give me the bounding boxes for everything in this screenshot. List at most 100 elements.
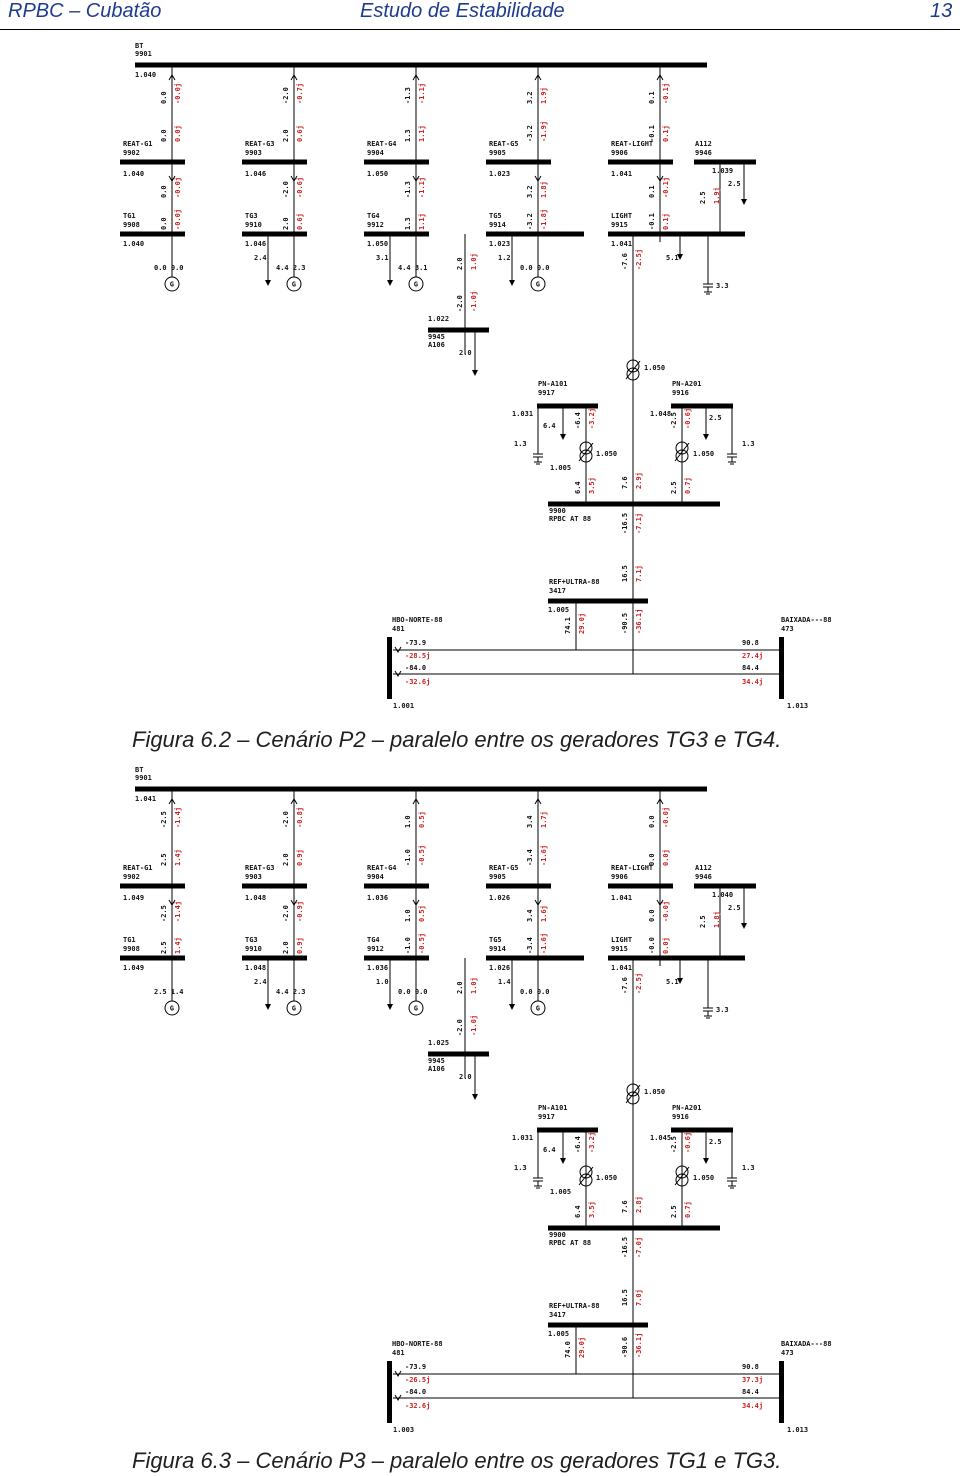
bus-number: 9904 [367,873,384,881]
flow-arrow-icon [656,899,664,906]
bus-voltage: 1.048 [245,964,266,972]
bus-name: PN-A101 [538,1104,568,1112]
generator-symbol: G [536,1005,540,1013]
capacitor-icon [727,453,737,465]
bus-voltage: 1.026 [489,964,510,972]
flow-q: -0.9j [296,901,304,922]
flow-q: -1.0j [470,291,478,312]
bus-hbo-norte-88 [387,1361,392,1423]
bus-name: LIGHT [611,212,632,220]
bus-voltage: 1.041 [611,170,632,178]
flow-p: -73.9 [405,1363,426,1371]
bus-number: 9904 [367,149,384,157]
flow-q: 0.0j [662,849,670,866]
bus-voltage: 1.023 [489,170,510,178]
bus-voltage: 1.041 [611,894,632,902]
generator-output: 4.4 2.3 [276,264,306,272]
flow-q: 0.7j [684,1201,692,1218]
bus-voltage: 1.036 [367,894,388,902]
bus-number: 9910 [245,945,262,953]
flow-arrow-icon [534,175,542,182]
bus-voltage: 1.022 [428,315,449,323]
bus-number: 9912 [367,221,384,229]
bus-generator [242,231,307,237]
flow-p: 1.3 [404,129,412,142]
flow-q: 7.1j [635,565,643,582]
flow-p: 0.1 [648,185,656,198]
load-value: 5.1 [666,254,679,262]
transformer-tap: 1.050 [596,450,617,458]
bus-number: 9915 [611,221,628,229]
load-arrow-icon [265,1004,271,1010]
load-value: 3.1 [376,254,389,262]
flow-q: -32.6j [405,1402,430,1410]
capacitor-icon [703,1007,713,1019]
bus-number: 9908 [123,945,140,953]
bus-number: 9917 [538,1113,555,1121]
bus-number: 9903 [245,149,262,157]
bus-name: PN-A201 [672,1104,702,1112]
flow-q: 7.0j [635,1289,643,1306]
bus-voltage: 1.041 [611,240,632,248]
flow-q: 0.6j [296,125,304,142]
flow-p: -0.0 [648,937,656,954]
bus-number: 9900 [549,507,566,515]
flow-q: -2.5j [635,249,643,270]
bus-name: REAT-G5 [489,140,519,148]
flow-q: 0.1j [662,125,670,142]
load-arrow-icon [560,1158,566,1164]
bus-voltage: 1.039 [712,167,733,175]
generator-icon [164,276,180,292]
flow-q: -0.6j [684,1132,692,1153]
bus-voltage: 1.003 [393,1426,414,1434]
bus-name: A106 [428,341,445,349]
load-arrow-icon [741,923,747,929]
bus-number: 9946 [695,149,712,157]
load-value: 2.0 [459,349,472,357]
flow-p: 0.0 [648,853,656,866]
flow-q: -1.0j [470,1015,478,1036]
bus-name: REAT-LIGHT [611,140,653,148]
flow-p: 2.5 [160,853,168,866]
flow-arrow-icon [656,798,664,805]
bus-voltage: 1.040 [135,71,156,79]
bus-voltage: 1.040 [123,170,144,178]
flow-p: -1.0 [404,849,412,866]
flow-q: -0.8j [296,807,304,828]
bus-number: 9916 [672,389,689,397]
bus-reactor [608,883,673,889]
flow-q: -1.4j [174,807,182,828]
flow-q: -1.9j [540,121,548,142]
flow-arrow-icon [168,74,176,81]
load-value: 5.1 [666,978,679,986]
load-arrow-icon [703,434,709,440]
bus-reactor [242,159,307,165]
flow-p: 74.0 [564,1341,572,1358]
bus-name: REAT-LIGHT [611,864,653,872]
flow-q: 2.9j [635,472,643,489]
bus-number: 481 [392,625,405,633]
bus-voltage: 1.023 [489,240,510,248]
transformer-tap: 1.050 [596,1174,617,1182]
bus-number: 473 [781,625,794,633]
flow-p: 16.5 [621,565,629,582]
flow-q: 1.1j [418,125,426,142]
flow-p: -2.0 [282,181,290,198]
generator-output: 4.4 3.1 [398,264,428,272]
bus-number: 9903 [245,873,262,881]
load-value: 1.4 [498,978,511,986]
flow-p: -16.5 [621,513,629,534]
transformer-icon [674,1165,690,1187]
generator-icon [408,276,424,292]
flow-p: -2.5 [670,412,678,429]
flow-p: 0.1 [648,91,656,104]
flow-p: 2.5 [699,915,707,928]
flow-p: 1.0 [404,909,412,922]
flow-p: 3.4 [526,909,534,922]
bus-reactor [364,883,429,889]
flow-arrow-icon [534,74,542,81]
load-value: 1.2 [498,254,511,262]
